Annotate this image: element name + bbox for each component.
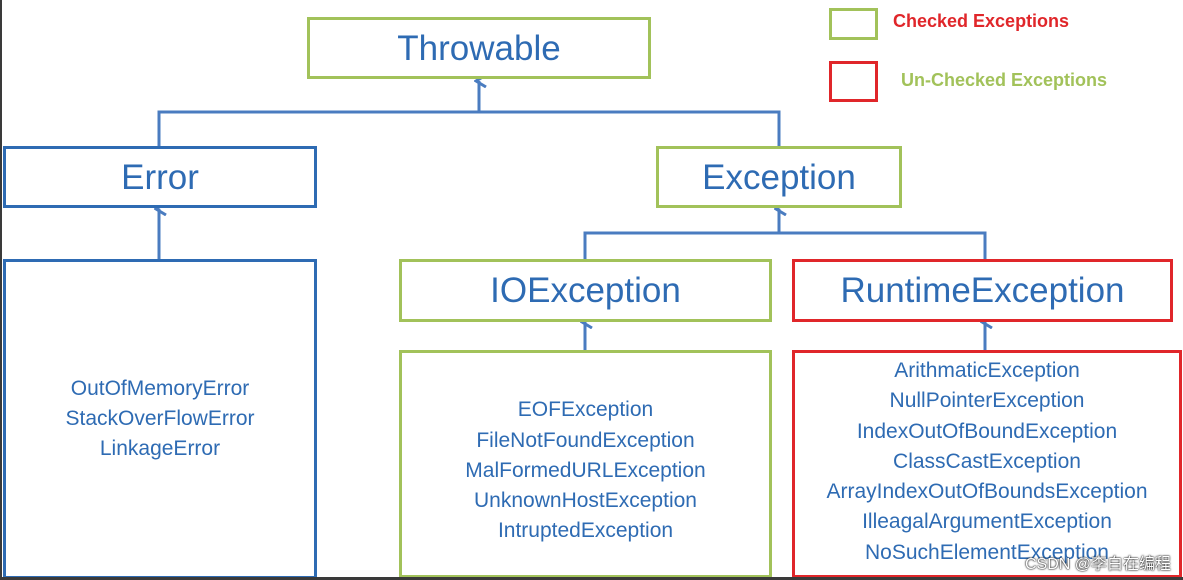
list-item: NullPointerException bbox=[889, 389, 1085, 413]
io-subclasses-box: EOFException FileNotFoundException MalFo… bbox=[399, 350, 772, 578]
error-subclasses-box: OutOfMemoryError StackOverFlowError Link… bbox=[3, 259, 317, 579]
edge-exception-children bbox=[583, 231, 987, 259]
node-exception-label: Exception bbox=[702, 157, 856, 197]
list-item: IntruptedException bbox=[497, 519, 674, 543]
legend-checked-swatch bbox=[829, 8, 878, 40]
node-error-label: Error bbox=[121, 157, 199, 197]
list-item: FileNotFoundException bbox=[476, 428, 695, 452]
node-exception: Exception bbox=[656, 146, 902, 208]
node-runtimeexception-label: RuntimeException bbox=[840, 271, 1125, 310]
legend-checked-label: Checked Exceptions bbox=[893, 11, 1070, 31]
watermark: CSDN @李白在编程 bbox=[1024, 556, 1171, 573]
node-throwable-label: Throwable bbox=[397, 28, 561, 68]
list-item: NoSuchElementException bbox=[865, 540, 1109, 564]
list-item: UnknownHostException bbox=[474, 489, 697, 513]
list-item: EOFException bbox=[517, 398, 654, 422]
list-item: ArrayIndexOutOfBoundsException bbox=[826, 480, 1148, 504]
node-ioexception-label: IOException bbox=[490, 271, 681, 310]
list-item: OutOfMemoryError bbox=[70, 376, 250, 400]
list-item: IlleagalArgumentException bbox=[862, 510, 1112, 534]
node-ioexception: IOException bbox=[399, 259, 772, 322]
legend-unchecked-label: Un-Checked Exceptions bbox=[901, 70, 1108, 90]
legend-unchecked-swatch bbox=[829, 61, 878, 102]
list-item: ClassCastException bbox=[893, 449, 1081, 473]
list-item: LinkageError bbox=[99, 437, 221, 461]
runtime-subclasses-box: ArithmaticException NullPointerException… bbox=[792, 350, 1182, 578]
edge-throwable-children bbox=[157, 110, 781, 146]
list-item: MalFormedURLException bbox=[465, 458, 706, 482]
list-item: StackOverFlowError bbox=[65, 406, 255, 430]
node-throwable: Throwable bbox=[307, 17, 651, 79]
node-error: Error bbox=[3, 146, 317, 208]
node-runtimeexception: RuntimeException bbox=[792, 259, 1173, 322]
list-item: IndexOutOfBoundException bbox=[856, 419, 1118, 443]
list-item: ArithmaticException bbox=[894, 359, 1080, 382]
